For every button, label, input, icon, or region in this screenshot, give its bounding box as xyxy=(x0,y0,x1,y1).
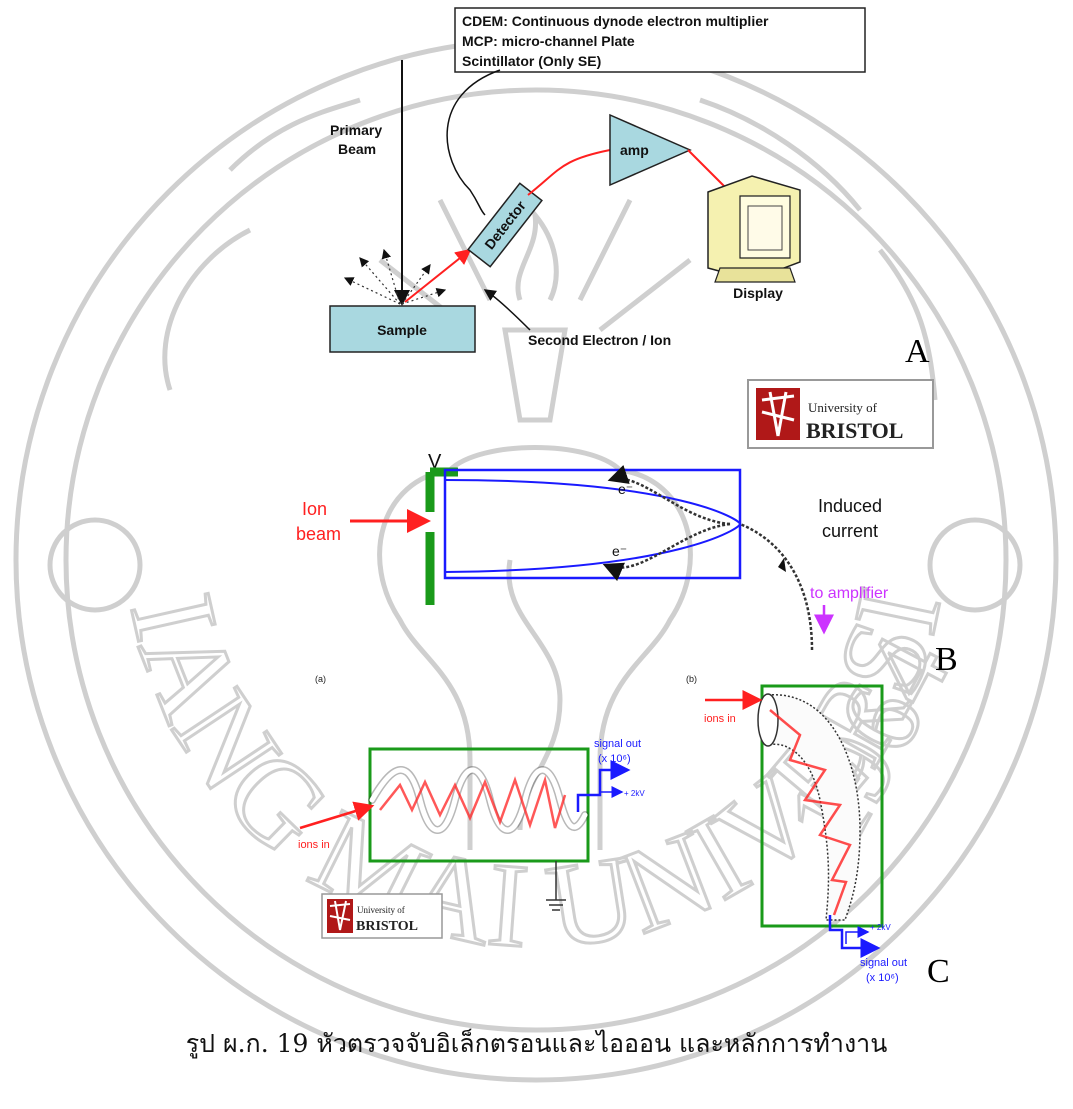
detector-to-amp-line xyxy=(528,150,610,195)
panel-b-letter: B xyxy=(935,641,958,678)
induced-label-2: current xyxy=(822,521,878,541)
secondary-electron-path xyxy=(405,250,470,302)
panel-c-letter: C xyxy=(927,953,950,990)
detector-box: Detector xyxy=(468,183,542,266)
induced-current-path xyxy=(740,524,812,650)
bristol-logo-top: University of BRISTOL xyxy=(748,380,933,448)
primary-beam-label-2: Beam xyxy=(338,141,376,157)
bristol-logo-bottom-line-2: BRISTOL xyxy=(356,919,418,934)
channel-entrance xyxy=(758,694,778,746)
second-electron-pointer xyxy=(485,290,530,330)
display-label: Display xyxy=(733,285,783,301)
induced-label-1: Induced xyxy=(818,496,882,516)
signal-out-label-a: signal out xyxy=(594,738,641,750)
legend-line-1: CDEM: Continuous dynode electron multipl… xyxy=(462,13,769,29)
field-line xyxy=(445,480,740,572)
electron-label-upper: e⁻ xyxy=(618,481,633,497)
voltage-label-b: + 2kV xyxy=(870,923,891,932)
bristol-logo-line-2: BRISTOL xyxy=(806,418,903,443)
legend-line-3: Scintillator (Only SE) xyxy=(462,53,601,69)
bristol-logo-line-1: University of xyxy=(808,400,878,415)
ions-in-label-a: ions in xyxy=(298,839,330,851)
ions-in-label-b: ions in xyxy=(704,713,736,725)
display-monitor xyxy=(708,176,800,282)
signal-out-arrow-a xyxy=(578,770,628,812)
panel-a-letter: A xyxy=(905,333,930,370)
gain-label-b: (x 10⁶) xyxy=(866,972,899,984)
primary-beam-label-1: Primary xyxy=(330,122,382,138)
legend-line-2: MCP: micro-channel Plate xyxy=(462,33,635,49)
ion-beam-label-1: Ion xyxy=(302,499,327,519)
electron-label-lower: e⁻ xyxy=(612,543,627,559)
signal-out-label-b: signal out xyxy=(860,957,907,969)
induced-current-arrowhead xyxy=(778,558,786,572)
sample-label: Sample xyxy=(377,322,427,338)
voltage-arrow-b xyxy=(846,932,868,944)
gain-label-a: (x 10⁶) xyxy=(598,753,631,765)
university-seal-watermark: CHIANG MAI UNIVERSITY 1964 xyxy=(0,0,1056,1080)
panel-c-a-label: (a) xyxy=(315,674,326,684)
bristol-logo-bottom: University of BRISTOL xyxy=(322,894,442,938)
ion-beam-label-2: beam xyxy=(296,524,341,544)
to-amplifier-label: to amplifier xyxy=(810,585,889,602)
panel-c-b-label: (b) xyxy=(686,674,697,684)
bristol-logo-bottom-line-1: University of xyxy=(357,905,405,915)
amp-label: amp xyxy=(620,142,649,158)
second-electron-label: Second Electron / Ion xyxy=(528,332,671,348)
voltage-label-a: + 2kV xyxy=(624,789,645,798)
figure-caption: รูป ผ.ก. 19 หัวตรวจจับอิเล็กตรอนและไอออน… xyxy=(0,1024,1073,1064)
voltage-arrow-a xyxy=(600,775,622,792)
